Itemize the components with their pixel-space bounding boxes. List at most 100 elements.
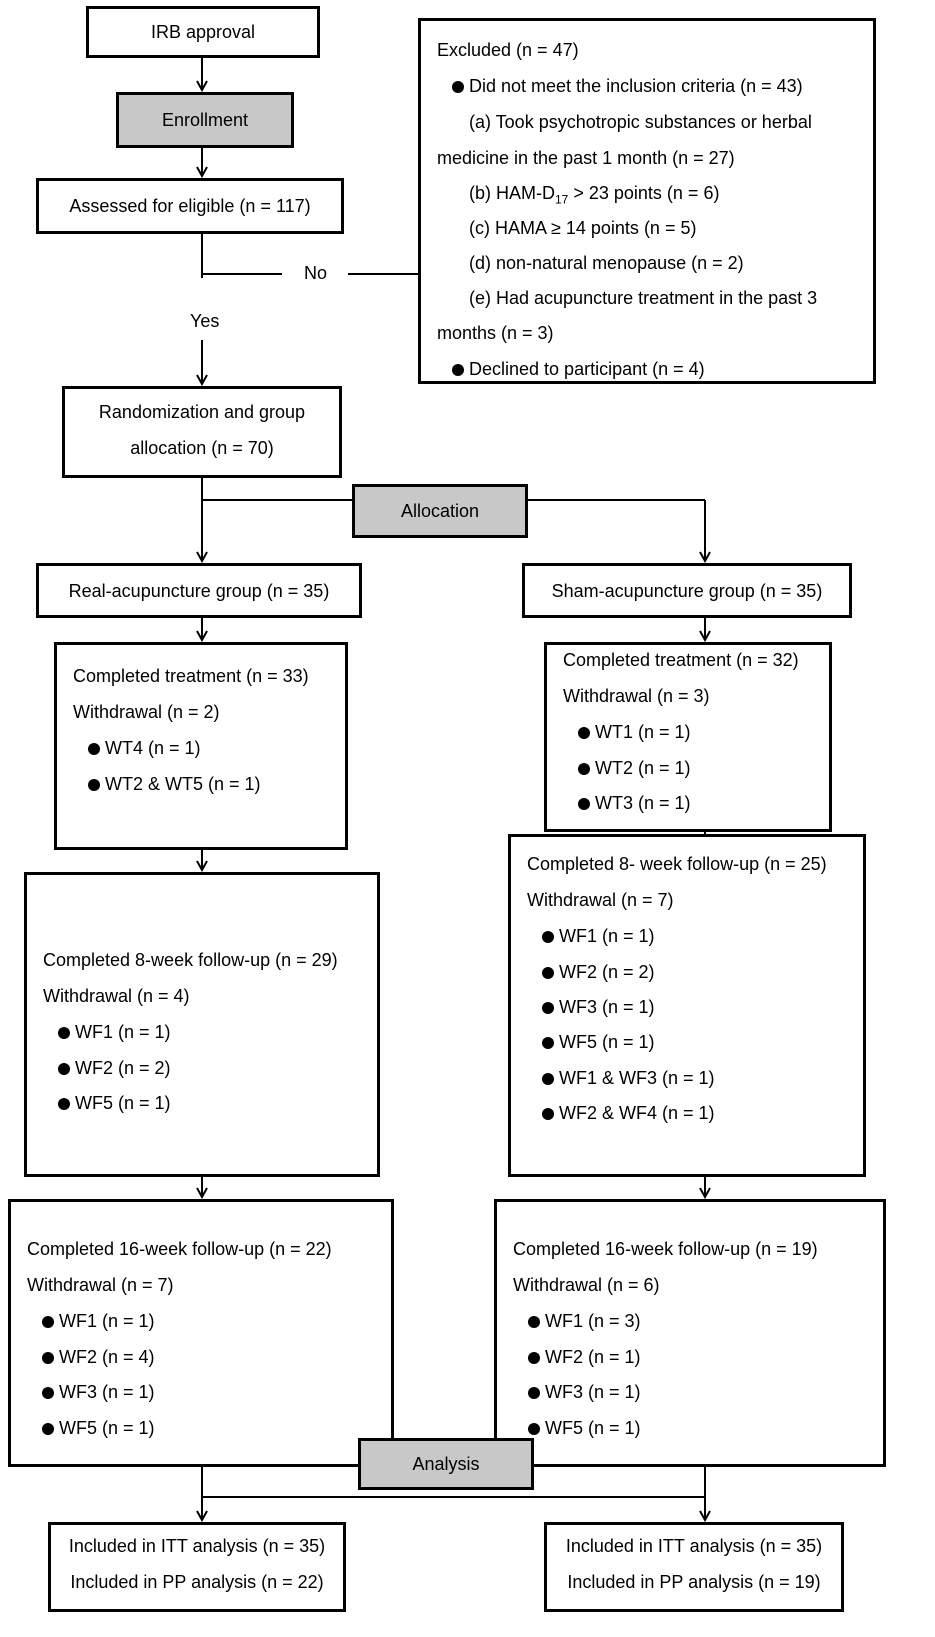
bullet-icon bbox=[542, 1002, 554, 1014]
real-group-box: Real-acupuncture group (n = 35) bbox=[36, 563, 362, 618]
real-week16-completed: Completed 16-week follow-up (n = 22) bbox=[27, 1239, 332, 1259]
bullet-icon bbox=[542, 967, 554, 979]
sham-week16-box: Completed 16-week follow-up (n = 19) Wit… bbox=[494, 1199, 886, 1467]
sham-group-label: Sham-acupuncture group (n = 35) bbox=[551, 580, 823, 601]
sham-analysis-itt: Included in ITT analysis (n = 35) bbox=[565, 1536, 823, 1556]
no-label: No bbox=[304, 263, 328, 283]
sham-week8-item: WF3 (n = 1) bbox=[559, 997, 655, 1017]
sham-week16-item: WF1 (n = 3) bbox=[545, 1311, 641, 1331]
assessed-label: Assessed for eligible (n = 117) bbox=[69, 196, 311, 216]
analysis-box: Analysis bbox=[358, 1438, 534, 1490]
yes-label: Yes bbox=[190, 311, 220, 331]
bullet-icon bbox=[452, 81, 464, 93]
sham-week8-box: Completed 8- week follow-up (n = 25) Wit… bbox=[508, 834, 866, 1177]
bullet-icon bbox=[42, 1352, 54, 1364]
real-week8-completed: Completed 8-week follow-up (n = 29) bbox=[43, 950, 338, 970]
real-week16-withdrawal: Withdrawal (n = 7) bbox=[27, 1275, 174, 1295]
sham-week8-withdrawal: Withdrawal (n = 7) bbox=[527, 890, 674, 910]
randomization-line2: allocation (n = 70) bbox=[130, 438, 274, 458]
sham-treatment-withdrawal: Withdrawal (n = 3) bbox=[563, 686, 710, 706]
excluded-e-line1: (e) Had acupuncture treatment in the pas… bbox=[469, 288, 818, 308]
real-treatment-box: Completed treatment (n = 33) Withdrawal … bbox=[54, 642, 348, 850]
real-week16-item: WF5 (n = 1) bbox=[59, 1418, 155, 1438]
sham-week8-item: WF2 (n = 2) bbox=[559, 962, 655, 982]
bullet-icon bbox=[578, 798, 590, 810]
sham-week8-item: WF1 (n = 1) bbox=[559, 926, 655, 946]
randomization-line1: Randomization and group bbox=[98, 402, 306, 422]
real-analysis-itt: Included in ITT analysis (n = 35) bbox=[68, 1536, 326, 1556]
sham-week8-completed: Completed 8- week follow-up (n = 25) bbox=[527, 854, 827, 874]
excluded-not-meet: Did not meet the inclusion criteria (n =… bbox=[469, 76, 803, 96]
sham-treatment-item: WT1 (n = 1) bbox=[595, 722, 691, 742]
bullet-icon bbox=[542, 1037, 554, 1049]
sham-week16-item: WF3 (n = 1) bbox=[545, 1382, 641, 1402]
real-treatment-item: WT2 & WT5 (n = 1) bbox=[105, 774, 261, 794]
sham-week8-item: WF5 (n = 1) bbox=[559, 1032, 655, 1052]
real-week16-item: WF3 (n = 1) bbox=[59, 1382, 155, 1402]
enrollment-label: Enrollment bbox=[161, 110, 249, 130]
sham-week16-withdrawal: Withdrawal (n = 6) bbox=[513, 1275, 660, 1295]
excluded-e-line2: months (n = 3) bbox=[437, 323, 554, 343]
bullet-icon bbox=[42, 1387, 54, 1399]
sham-treatment-box: Completed treatment (n = 32) Withdrawal … bbox=[544, 642, 832, 832]
real-week16-item: WF2 (n = 4) bbox=[59, 1347, 155, 1367]
real-treatment-item: WT4 (n = 1) bbox=[105, 738, 201, 758]
excluded-box: Excluded (n = 47) Did not meet the inclu… bbox=[418, 18, 876, 384]
excluded-title: Excluded (n = 47) bbox=[437, 40, 579, 60]
excluded-d: (d) non-natural menopause (n = 2) bbox=[469, 253, 744, 273]
bullet-icon bbox=[542, 931, 554, 943]
randomization-box: Randomization and group allocation (n = … bbox=[62, 386, 342, 478]
real-week16-box: Completed 16-week follow-up (n = 22) Wit… bbox=[8, 1199, 394, 1467]
bullet-icon bbox=[88, 779, 100, 791]
sham-treatment-completed: Completed treatment (n = 32) bbox=[563, 650, 799, 670]
real-group-label: Real-acupuncture group (n = 35) bbox=[68, 580, 330, 601]
excluded-a-line2: medicine in the past 1 month (n = 27) bbox=[437, 148, 735, 168]
bullet-icon bbox=[578, 763, 590, 775]
real-week8-item: WF1 (n = 1) bbox=[75, 1022, 171, 1042]
bullet-icon bbox=[528, 1316, 540, 1328]
bullet-icon bbox=[542, 1108, 554, 1120]
irb-approval-label: IRB approval bbox=[150, 22, 256, 42]
sham-treatment-item: WT2 (n = 1) bbox=[595, 758, 691, 778]
bullet-icon bbox=[88, 743, 100, 755]
real-treatment-completed: Completed treatment (n = 33) bbox=[73, 666, 309, 686]
allocation-label: Allocation bbox=[400, 501, 480, 521]
enrollment-box: Enrollment bbox=[116, 92, 294, 148]
real-week16-item: WF1 (n = 1) bbox=[59, 1311, 155, 1331]
bullet-icon bbox=[58, 1063, 70, 1075]
excluded-c: (c) HAMA ≥ 14 points (n = 5) bbox=[469, 218, 697, 238]
sham-group-box: Sham-acupuncture group (n = 35) bbox=[522, 563, 852, 618]
real-week8-box: Completed 8-week follow-up (n = 29) With… bbox=[24, 872, 380, 1177]
sham-week8-item: WF1 & WF3 (n = 1) bbox=[559, 1068, 715, 1088]
excluded-declined: Declined to participant (n = 4) bbox=[469, 359, 705, 379]
bullet-icon bbox=[578, 727, 590, 739]
bullet-icon bbox=[42, 1316, 54, 1328]
sham-week8-item: WF2 & WF4 (n = 1) bbox=[559, 1103, 715, 1123]
real-analysis-pp: Included in PP analysis (n = 22) bbox=[70, 1572, 324, 1592]
bullet-icon bbox=[42, 1423, 54, 1435]
bullet-icon bbox=[528, 1423, 540, 1435]
real-week8-withdrawal: Withdrawal (n = 4) bbox=[43, 986, 190, 1006]
analysis-label: Analysis bbox=[412, 1454, 480, 1474]
sham-analysis-box: Included in ITT analysis (n = 35) Includ… bbox=[544, 1522, 844, 1612]
assessed-box: Assessed for eligible (n = 117) bbox=[36, 178, 344, 234]
excluded-a-line1: (a) Took psychotropic substances or herb… bbox=[469, 112, 812, 132]
bullet-icon bbox=[452, 364, 464, 376]
sham-analysis-pp: Included in PP analysis (n = 19) bbox=[567, 1572, 821, 1592]
bullet-icon bbox=[528, 1352, 540, 1364]
real-treatment-withdrawal: Withdrawal (n = 2) bbox=[73, 702, 220, 722]
bullet-icon bbox=[58, 1098, 70, 1110]
sham-week16-completed: Completed 16-week follow-up (n = 19) bbox=[513, 1239, 818, 1259]
bullet-icon bbox=[542, 1073, 554, 1085]
excluded-b: (b) HAM-D17 > 23 points (n = 6) bbox=[469, 183, 720, 207]
irb-approval-box: IRB approval bbox=[86, 6, 320, 58]
sham-week16-item: WF5 (n = 1) bbox=[545, 1418, 641, 1438]
real-week8-item: WF5 (n = 1) bbox=[75, 1093, 171, 1113]
allocation-box: Allocation bbox=[352, 484, 528, 538]
sham-week16-item: WF2 (n = 1) bbox=[545, 1347, 641, 1367]
sham-treatment-item: WT3 (n = 1) bbox=[595, 793, 691, 813]
real-analysis-box: Included in ITT analysis (n = 35) Includ… bbox=[48, 1522, 346, 1612]
real-week8-item: WF2 (n = 2) bbox=[75, 1058, 171, 1078]
bullet-icon bbox=[58, 1027, 70, 1039]
bullet-icon bbox=[528, 1387, 540, 1399]
